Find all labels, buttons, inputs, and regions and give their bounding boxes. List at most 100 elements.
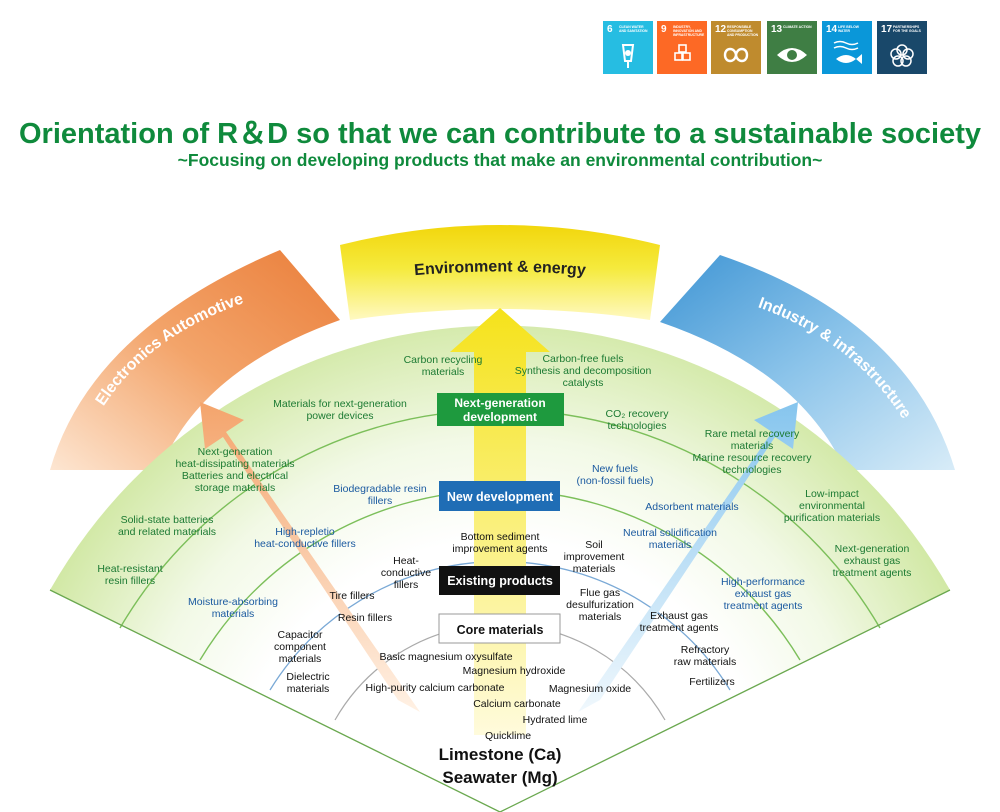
next-generation-label-line: Marine resource recovery bbox=[692, 452, 812, 464]
sdg-goal-title: INDUSTRY, INNOVATION AND INFRASTRUCTURE bbox=[673, 25, 705, 37]
new-development-label-line: exhaust gas bbox=[735, 588, 792, 600]
next-generation-label-line: Carbon-free fuels bbox=[542, 353, 623, 365]
existing-products-label: Fertilizers bbox=[689, 676, 735, 688]
existing-products-label-line: Soil bbox=[585, 539, 603, 551]
fish-icon bbox=[833, 40, 862, 64]
industry-arrow bbox=[578, 402, 798, 712]
next-generation-label-line: CO₂ recovery bbox=[605, 408, 669, 420]
existing-products-label-line: materials bbox=[579, 611, 622, 623]
existing-products-label-line: Fertilizers bbox=[689, 676, 735, 688]
next-generation-label-line: exhaust gas bbox=[844, 555, 901, 567]
core-materials-label: High-purity calcium carbonate bbox=[366, 682, 505, 694]
next-generation-label-line: Low-impact bbox=[805, 488, 859, 500]
sdg-goal-title: PARTNERSHIPS FOR THE GOALS bbox=[893, 25, 921, 33]
fan-edge-right bbox=[499, 589, 951, 812]
new-development-label-line: treatment agents bbox=[724, 600, 803, 612]
core-materials-box: Core materials bbox=[438, 613, 561, 644]
new-development-label-line: materials bbox=[212, 608, 255, 620]
next-generation-label-line: environmental bbox=[799, 500, 865, 512]
next-generation-label-line: Batteries and electrical bbox=[182, 470, 288, 482]
electronics-automotive-band bbox=[50, 250, 340, 470]
existing-products-label-line: desulfurization bbox=[566, 599, 634, 611]
core-materials-label: Basic magnesium oxysulfate bbox=[379, 651, 512, 663]
new-development-label-line: Biodegradable resin bbox=[333, 483, 427, 495]
next-generation-label-line: technologies bbox=[723, 464, 782, 476]
core-materials-label-line: Quicklime bbox=[485, 730, 531, 742]
new-development-label-line: Moisture-absorbing bbox=[188, 596, 278, 608]
core-materials-box-label: Core materials bbox=[457, 623, 544, 637]
new-development-label-line: High-performance bbox=[721, 576, 805, 588]
existing-products-label-line: Bottom sediment bbox=[461, 531, 540, 543]
core-materials-label-line: Hydrated lime bbox=[523, 714, 588, 726]
core-materials-label: Magnesium hydroxide bbox=[463, 665, 566, 677]
page-subtitle: ~Focusing on developing products that ma… bbox=[177, 150, 823, 170]
existing-products-box: Existing products bbox=[439, 566, 560, 595]
new-development-label-line: New fuels bbox=[592, 463, 638, 475]
sdg-goal-title: LIFE BELOW WATER bbox=[838, 25, 859, 33]
band-label-environment: Environment & energy bbox=[414, 258, 587, 279]
sdg-goal-number: 13 bbox=[771, 24, 783, 35]
new-development-box: New development bbox=[439, 481, 560, 511]
sdg-goal-title: CLIMATE ACTION bbox=[783, 25, 812, 29]
existing-products-label-line: Tire fillers bbox=[329, 590, 374, 602]
existing-products-label-line: Flue gas bbox=[580, 587, 620, 599]
next-generation-box-label-2: development bbox=[463, 410, 537, 424]
existing-products-label-line: materials bbox=[287, 683, 330, 695]
existing-products-label-line: improvement bbox=[564, 551, 625, 563]
existing-products-label-line: materials bbox=[279, 653, 322, 665]
new-development-label: Adsorbent materials bbox=[645, 501, 738, 513]
sdg-goal-number: 6 bbox=[607, 24, 613, 35]
flower-icon bbox=[890, 44, 914, 67]
existing-products-label-line: component bbox=[274, 641, 326, 653]
next-generation-label-line: Carbon recycling bbox=[404, 354, 483, 366]
next-generation-label-line: materials bbox=[731, 440, 774, 452]
core-materials-label: Magnesium oxide bbox=[549, 683, 631, 695]
next-generation-label-line: storage materials bbox=[195, 482, 276, 494]
sdg-goal-number: 17 bbox=[881, 24, 893, 35]
new-development-label-line: materials bbox=[649, 539, 692, 551]
sdg-goal-title: RESPONSIBLE CONSUMPTION AND PRODUCTION bbox=[727, 25, 759, 37]
next-generation-label-line: Materials for next-generation bbox=[273, 398, 407, 410]
new-development-box-label: New development bbox=[447, 490, 554, 504]
core-materials-label: Hydrated lime bbox=[523, 714, 588, 726]
fan-edge-left bbox=[49, 589, 501, 812]
electronics-arrow bbox=[200, 402, 420, 712]
sdg-goal-number: 9 bbox=[661, 24, 667, 35]
existing-products-box-label: Existing products bbox=[447, 574, 553, 588]
core-materials-label-line: Calcium carbonate bbox=[473, 698, 561, 710]
existing-products-label-line: improvement agents bbox=[452, 543, 547, 555]
core-materials-label: Calcium carbonate bbox=[473, 698, 561, 710]
existing-products-label-line: Dielectric bbox=[286, 671, 329, 683]
ring-labels: Carbon recycling materials Carbon-free fue… bbox=[97, 353, 911, 742]
existing-products-label-line: treatment agents bbox=[640, 622, 719, 634]
infinity-icon bbox=[723, 47, 749, 63]
eye-globe-icon bbox=[777, 48, 807, 62]
next-generation-label-line: Rare metal recovery bbox=[705, 428, 800, 440]
existing-products-label-line: Capacitor bbox=[278, 629, 323, 641]
next-generation-box-label-1: Next-generation bbox=[454, 396, 545, 410]
existing-products-label-line: Resin fillers bbox=[338, 612, 392, 624]
existing-products-label: Tire fillers bbox=[329, 590, 374, 602]
existing-products-label-line: Refractory bbox=[681, 644, 730, 656]
core-materials-label-line: High-purity calcium carbonate bbox=[366, 682, 505, 694]
next-generation-label-line: catalysts bbox=[563, 377, 604, 389]
